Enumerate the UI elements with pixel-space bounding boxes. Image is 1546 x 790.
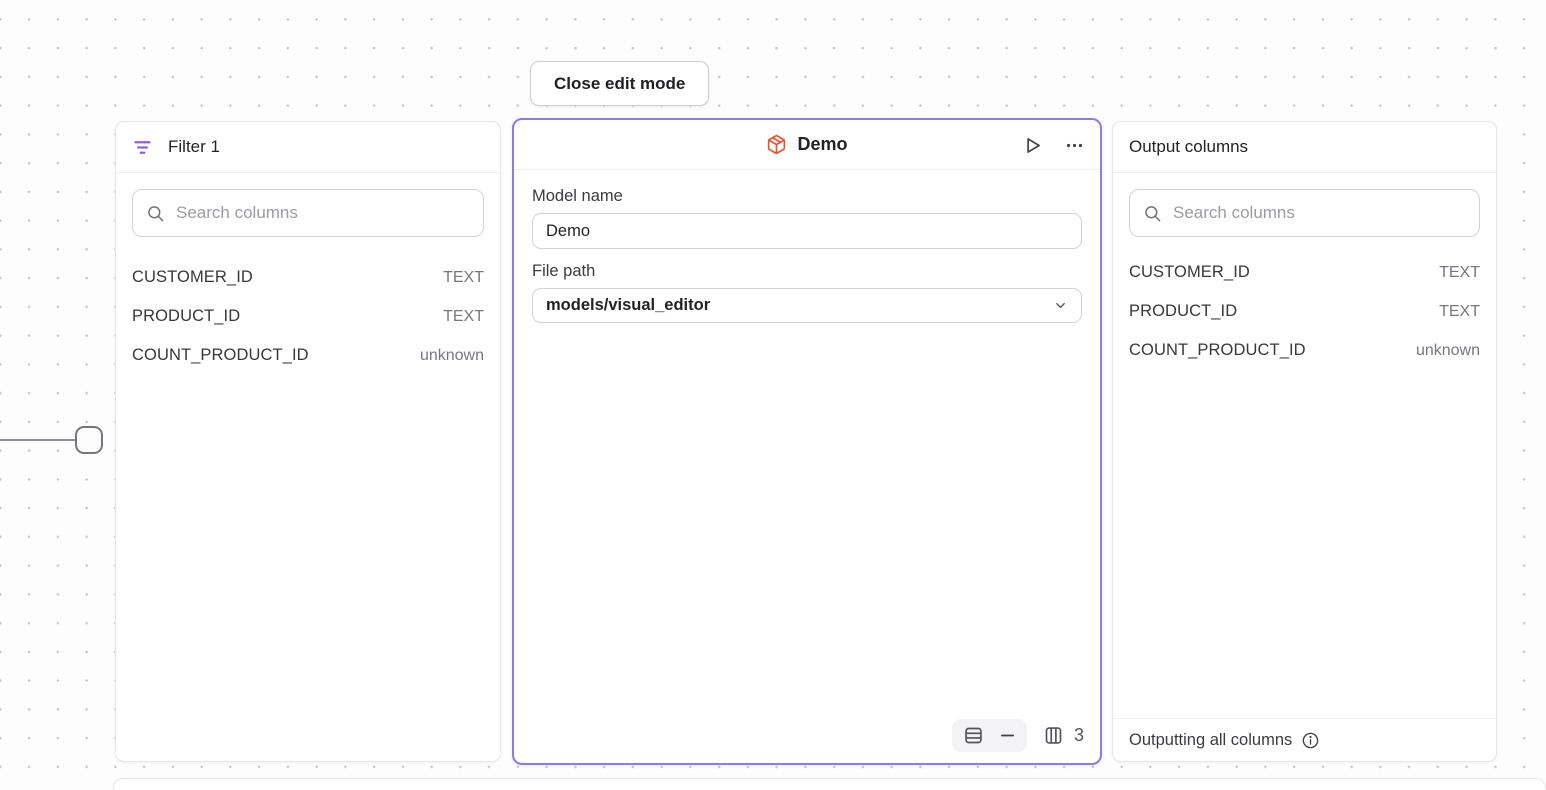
info-icon[interactable]: [1301, 731, 1320, 750]
model-node-panel: Demo Model name File path models/v: [512, 118, 1102, 765]
connector-edge: [0, 439, 76, 441]
filter-node-panel: Filter 1 CUSTOMER_ID TEXT PRODUCT_ID TEX…: [115, 121, 501, 762]
column-name: CUSTOMER_ID: [1129, 263, 1250, 281]
model-panel-title: Demo: [797, 134, 848, 154]
columns-count-indicator[interactable]: 3: [1043, 725, 1084, 746]
search-icon: [1143, 204, 1162, 223]
model-cube-icon: [766, 134, 787, 155]
close-edit-mode-button[interactable]: Close edit mode: [530, 61, 710, 106]
column-type: TEXT: [1439, 263, 1480, 281]
column-row[interactable]: CUSTOMER_ID TEXT: [116, 258, 500, 297]
output-panel-header: Output columns: [1113, 122, 1496, 173]
run-model-button[interactable]: [1022, 135, 1043, 156]
output-columns-panel: Output columns CUSTOMER_ID TEXT PRODUCT_…: [1112, 121, 1497, 762]
output-column-list: CUSTOMER_ID TEXT PRODUCT_ID TEXT COUNT_P…: [1113, 253, 1496, 370]
file-path-select[interactable]: models/visual_editor: [532, 288, 1082, 323]
output-panel-title: Output columns: [1129, 137, 1249, 156]
column-type: TEXT: [443, 268, 484, 286]
column-row[interactable]: COUNT_PRODUCT_ID unknown: [116, 336, 500, 375]
columns-count-value: 3: [1073, 725, 1084, 745]
table-columns-icon: [1043, 725, 1064, 746]
column-type: TEXT: [1439, 302, 1480, 320]
file-path-value: models/visual_editor: [546, 296, 711, 314]
more-options-button[interactable]: [1065, 136, 1084, 155]
column-name: PRODUCT_ID: [132, 307, 241, 325]
output-search-box: [1129, 189, 1480, 237]
output-search-input[interactable]: [1173, 203, 1466, 223]
filter-column-list: CUSTOMER_ID TEXT PRODUCT_ID TEXT COUNT_P…: [116, 253, 500, 375]
column-row[interactable]: COUNT_PRODUCT_ID unknown: [1113, 331, 1496, 370]
column-row[interactable]: PRODUCT_ID TEXT: [1113, 292, 1496, 331]
model-name-label: Model name: [532, 187, 623, 205]
column-type: unknown: [419, 346, 484, 364]
connector-handle[interactable]: [75, 426, 103, 454]
file-path-label: File path: [532, 262, 596, 280]
column-name: COUNT_PRODUCT_ID: [132, 346, 309, 364]
model-panel-header: Demo: [514, 120, 1100, 170]
bottom-node-panel[interactable]: [113, 778, 1546, 790]
column-row[interactable]: PRODUCT_ID TEXT: [116, 297, 500, 336]
output-footer-text: Outputting all columns: [1129, 730, 1293, 749]
model-panel-footer: 3: [951, 719, 1084, 752]
model-name-input[interactable]: [532, 213, 1082, 249]
chevron-down-icon: [1053, 298, 1068, 313]
column-name: CUSTOMER_ID: [132, 268, 253, 286]
filter-icon: [132, 137, 153, 158]
column-name: COUNT_PRODUCT_ID: [1129, 341, 1306, 359]
column-name: PRODUCT_ID: [1129, 302, 1238, 320]
filter-panel-header: Filter 1: [116, 122, 500, 173]
filter-search-input[interactable]: [176, 203, 470, 223]
filter-search-box: [132, 189, 484, 237]
column-type: TEXT: [443, 307, 484, 325]
output-footer-status: Outputting all columns: [1113, 718, 1496, 761]
minus-icon: [999, 727, 1016, 744]
model-panel-body: Model name File path models/visual_edito…: [514, 170, 1100, 327]
filter-panel-title: Filter 1: [168, 137, 220, 156]
row-limit-control[interactable]: [951, 719, 1027, 752]
search-icon: [146, 204, 165, 223]
table-rows-icon: [963, 725, 984, 746]
column-type: unknown: [1415, 341, 1480, 359]
column-row[interactable]: CUSTOMER_ID TEXT: [1113, 253, 1496, 292]
